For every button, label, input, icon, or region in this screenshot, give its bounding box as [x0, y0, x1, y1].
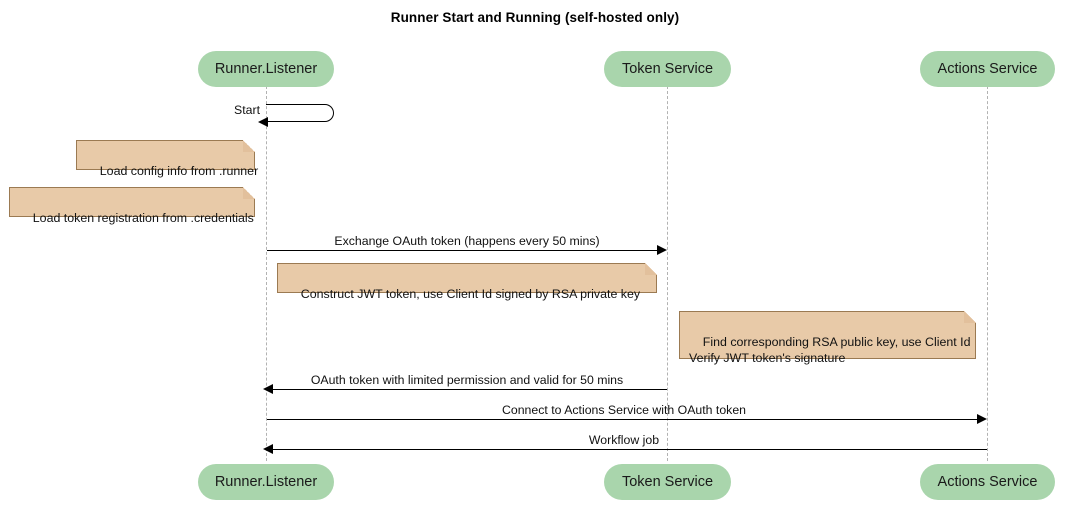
note-verify-jwt: Find corresponding RSA public key, use C… — [679, 311, 976, 365]
note-text: Find corresponding RSA public key, use C… — [689, 335, 971, 365]
arrowhead-start — [258, 117, 268, 127]
lifeline-actions — [987, 86, 988, 461]
note-text: Construct JWT token, use Client Id signe… — [300, 287, 641, 301]
note-fold-corner-icon — [243, 140, 255, 152]
note-text: Load token registration from .credential… — [32, 211, 254, 225]
note-fold-corner-icon — [964, 311, 976, 323]
note-fold-corner-icon — [645, 263, 657, 275]
participant-label: Token Service — [621, 474, 714, 490]
message-line-connect-actions — [267, 419, 981, 420]
participant-token-top[interactable]: Token Service — [604, 51, 731, 87]
participant-runner-bottom[interactable]: Runner.Listener — [198, 464, 334, 500]
participant-label: Runner.Listener — [214, 61, 318, 77]
message-label-workflow-job: Workflow job — [588, 433, 660, 447]
note-load-token-registration: Load token registration from .credential… — [9, 187, 255, 225]
message-label-connect-actions: Connect to Actions Service with OAuth to… — [501, 403, 747, 417]
participant-label: Actions Service — [937, 474, 1038, 490]
message-label-start: Start — [234, 103, 260, 117]
participant-runner-top[interactable]: Runner.Listener — [198, 51, 334, 87]
message-line-workflow-job — [272, 449, 987, 450]
page-title: Runner Start and Running (self-hosted on… — [390, 10, 680, 25]
arrowhead-oauth-token-return — [263, 384, 273, 394]
arrowhead-connect-actions — [977, 414, 987, 424]
message-label-exchange-oauth: Exchange OAuth token (happens every 50 m… — [334, 234, 600, 248]
arrowhead-exchange-oauth — [657, 245, 667, 255]
note-fold-corner-icon — [243, 187, 255, 199]
note-text: Load config info from .runner — [99, 164, 259, 178]
note-load-config: Load config info from .runner — [76, 140, 258, 178]
participant-token-bottom[interactable]: Token Service — [604, 464, 731, 500]
message-self-loop-start — [266, 104, 334, 122]
participant-label: Actions Service — [937, 61, 1038, 77]
lifeline-runner — [266, 86, 267, 461]
message-line-oauth-token-return — [272, 389, 667, 390]
message-line-exchange-oauth — [267, 250, 661, 251]
message-label-oauth-token-return: OAuth token with limited permission and … — [310, 373, 624, 387]
note-construct-jwt: Construct JWT token, use Client Id signe… — [277, 263, 657, 301]
participant-label: Runner.Listener — [214, 474, 318, 490]
participant-actions-bottom[interactable]: Actions Service — [920, 464, 1055, 500]
participant-actions-top[interactable]: Actions Service — [920, 51, 1055, 87]
arrowhead-workflow-job — [263, 444, 273, 454]
lifeline-token — [667, 86, 668, 461]
participant-label: Token Service — [621, 61, 714, 77]
